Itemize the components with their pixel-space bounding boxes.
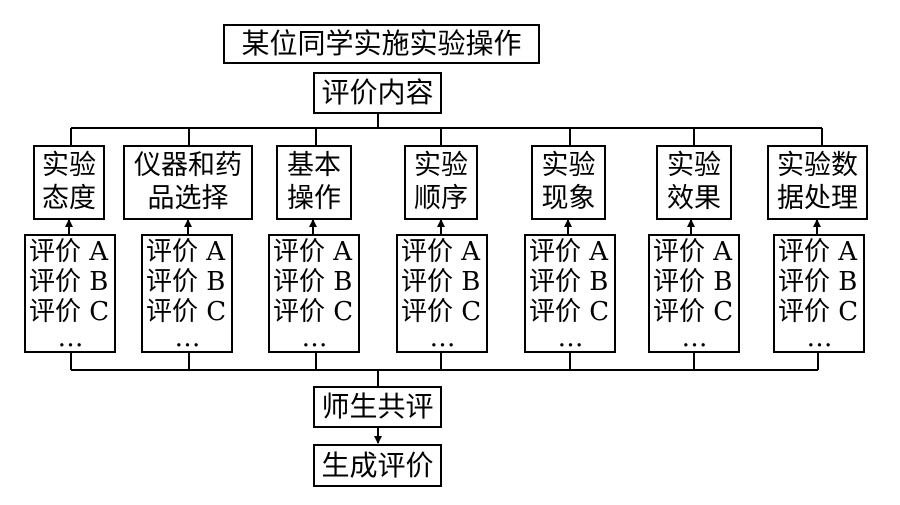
evaluation-ellipsis: … bbox=[806, 323, 835, 354]
evaluation-line: 评价 B bbox=[529, 266, 609, 297]
evaluation-line: 评价 C bbox=[778, 296, 859, 327]
evaluation-box-1: 评价 A 评价 B 评价 C … bbox=[24, 234, 116, 353]
content-label-text: 评价内容 bbox=[321, 76, 434, 109]
category-line: 现象 bbox=[541, 182, 596, 214]
evaluation-box-3: 评价 A 评价 B 评价 C … bbox=[268, 234, 360, 353]
category-line: 实验数 bbox=[777, 149, 858, 181]
evaluation-line: 评价 A bbox=[29, 236, 109, 267]
evaluation-line: 评价 C bbox=[29, 296, 110, 327]
result-evaluation-text: 生成评价 bbox=[321, 448, 434, 482]
joint-evaluation-text: 师生共评 bbox=[321, 390, 434, 423]
evaluation-line: 评价 C bbox=[146, 296, 227, 327]
category-line: 据处理 bbox=[777, 182, 858, 214]
result-evaluation-box: 生成评价 bbox=[313, 444, 442, 487]
evaluation-line: 评价 A bbox=[778, 236, 858, 267]
joint-evaluation-box: 师生共评 bbox=[313, 386, 442, 428]
category-line: 效果 bbox=[667, 182, 721, 214]
category-line: 实验 bbox=[541, 149, 596, 181]
evaluation-box-6: 评价 A 评价 B 评价 C … bbox=[648, 234, 740, 353]
evaluation-line: 评价 B bbox=[273, 266, 353, 297]
category-box-1: 实验 态度 bbox=[33, 145, 105, 220]
category-line: 态度 bbox=[42, 182, 96, 214]
evaluation-line: 评价 C bbox=[653, 296, 734, 327]
category-line: 仪器和药 bbox=[134, 149, 242, 181]
category-box-3: 基本 操作 bbox=[276, 145, 352, 220]
category-box-5: 实验 现象 bbox=[531, 145, 606, 220]
evaluation-ellipsis: … bbox=[57, 323, 86, 354]
evaluation-ellipsis: … bbox=[174, 323, 203, 354]
evaluation-line: 评价 B bbox=[401, 266, 481, 297]
top-title-box: 某位同学实施实验操作 bbox=[223, 24, 540, 64]
evaluation-line: 评价 B bbox=[29, 266, 109, 297]
category-line: 实验 bbox=[667, 149, 721, 181]
evaluation-line: 评价 C bbox=[401, 296, 482, 327]
category-line: 品选择 bbox=[147, 182, 229, 214]
evaluation-box-4: 评价 A 评价 B 评价 C … bbox=[396, 234, 488, 353]
evaluation-line: 评价 A bbox=[401, 236, 481, 267]
category-line: 基本 bbox=[287, 149, 341, 181]
evaluation-line: 评价 A bbox=[146, 236, 226, 267]
category-box-7: 实验数 据处理 bbox=[767, 145, 868, 220]
content-label-box: 评价内容 bbox=[313, 72, 442, 114]
evaluation-ellipsis: … bbox=[301, 323, 330, 354]
evaluation-ellipsis: … bbox=[429, 323, 458, 354]
evaluation-box-5: 评价 A 评价 B 评价 C … bbox=[524, 234, 616, 353]
evaluation-line: 评价 C bbox=[273, 296, 354, 327]
category-box-6: 实验 效果 bbox=[656, 145, 732, 220]
category-line: 顺序 bbox=[414, 182, 468, 214]
category-box-2: 仪器和药 品选择 bbox=[123, 145, 253, 220]
evaluation-line: 评价 C bbox=[529, 296, 610, 327]
category-line: 操作 bbox=[287, 182, 341, 214]
evaluation-line: 评价 A bbox=[653, 236, 733, 267]
category-line: 实验 bbox=[414, 149, 468, 181]
evaluation-line: 评价 B bbox=[146, 266, 226, 297]
evaluation-line: 评价 B bbox=[778, 266, 858, 297]
evaluation-box-7: 评价 A 评价 B 评价 C … bbox=[773, 234, 865, 353]
evaluation-ellipsis: … bbox=[681, 323, 710, 354]
evaluation-line: 评价 B bbox=[653, 266, 733, 297]
category-box-4: 实验 顺序 bbox=[404, 145, 478, 220]
evaluation-box-2: 评价 A 评价 B 评价 C … bbox=[141, 234, 233, 353]
evaluation-ellipsis: … bbox=[557, 323, 586, 354]
evaluation-line: 评价 A bbox=[273, 236, 353, 267]
category-line: 实验 bbox=[42, 149, 96, 181]
top-title-text: 某位同学实施实验操作 bbox=[241, 27, 522, 60]
evaluation-line: 评价 A bbox=[529, 236, 609, 267]
